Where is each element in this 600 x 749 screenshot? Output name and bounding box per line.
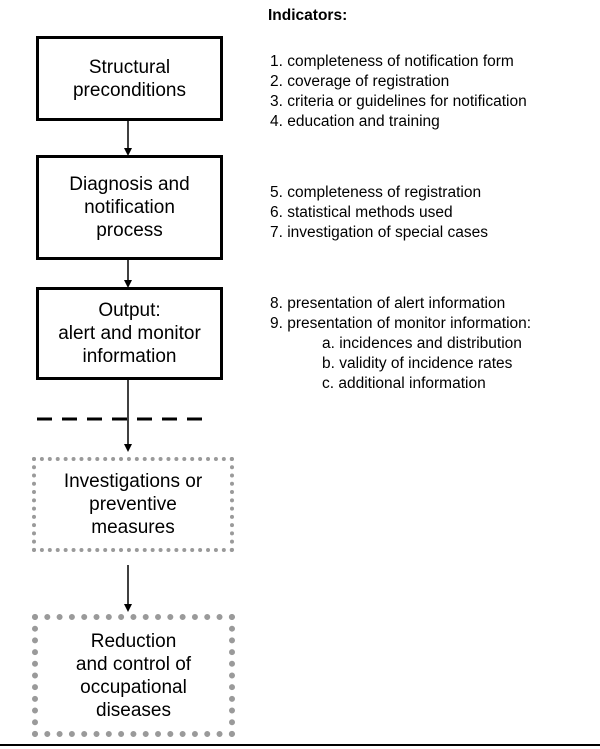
box-line: occupational <box>80 676 187 698</box>
indicator-item: 4. education and training <box>270 113 440 130</box>
box-line: Reduction <box>90 630 177 652</box>
indicator-item: 8. presentation of alert information <box>270 295 506 312</box>
box-line: Structural <box>88 56 171 78</box>
indicator-item: 6. statistical methods used <box>270 204 453 221</box>
indicator-subitems: a. incidences and distribution b. validi… <box>270 334 531 394</box>
indicator-group-2: 5. completeness of registration 6. stati… <box>270 183 488 243</box>
box-line: Investigations or <box>63 471 203 492</box>
indicator-item: 9. presentation of monitor information: <box>270 315 532 332</box>
indicator-item: 3. criteria or guidelines for notificati… <box>270 93 527 110</box>
bottom-border-line <box>0 744 600 746</box>
box-line: Output: <box>98 300 161 321</box>
indicator-group-3: 8. presentation of alert information 9. … <box>270 294 531 394</box>
indicator-subitem: b. validity of incidence rates <box>322 355 513 372</box>
indicator-item: 2. coverage of registration <box>270 73 450 90</box>
box-line: preventive <box>89 494 177 515</box>
box-reduction-control: Reduction and control of occupational di… <box>32 614 235 737</box>
indicators-heading: Indicators: <box>268 7 348 24</box>
indicator-item: 5. completeness of registration <box>270 184 482 201</box>
indicator-item: 7. investigation of special cases <box>270 224 488 241</box>
indicator-item: 1. completeness of notification form <box>270 53 514 70</box>
box-diagnosis-notification: Diagnosis and notification process <box>36 155 223 260</box>
box-line: Diagnosis and <box>69 174 190 195</box>
box-line: diseases <box>96 699 171 721</box>
indicator-subitem: c. additional information <box>322 375 486 392</box>
box-output-alert-monitor: Output: alert and monitor information <box>36 287 223 380</box>
box-structural-preconditions: Structural preconditions <box>36 36 223 121</box>
box-line: alert and monitor <box>58 323 201 344</box>
box-line: preconditions <box>72 79 187 101</box>
box-line: notification <box>84 197 175 218</box>
box-investigations-preventive: Investigations or preventive measures <box>32 457 234 552</box>
indicator-group-1: 1. completeness of notification form 2. … <box>270 52 527 132</box>
box-line: and control of <box>75 653 192 675</box>
box-line: information <box>82 346 177 367</box>
box-line: process <box>96 220 163 241</box>
box-line: measures <box>91 517 175 538</box>
indicator-subitem: a. incidences and distribution <box>322 335 522 352</box>
